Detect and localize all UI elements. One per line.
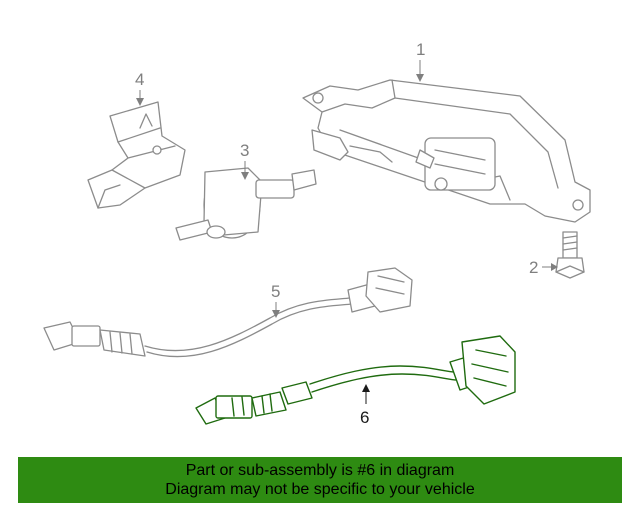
- mounting-bracket-part: [87, 101, 186, 209]
- downstream-oxygen-sensor-part: [195, 335, 516, 425]
- callout-6: 6: [360, 384, 370, 427]
- callout-1: 1: [416, 40, 425, 82]
- parts-diagram: 1 2 3 4 5 6: [43, 40, 591, 427]
- banner-line-1: Part or sub-assembly is #6 in diagram: [185, 462, 455, 479]
- callout-6-label: 6: [360, 408, 369, 427]
- callout-3-label: 3: [240, 141, 249, 160]
- control-module-part: [302, 79, 591, 223]
- callout-1-label: 1: [416, 40, 425, 59]
- callout-5-label: 5: [271, 282, 280, 301]
- callout-5: 5: [271, 282, 280, 318]
- upstream-oxygen-sensor-part: [43, 267, 413, 358]
- callout-3: 3: [240, 141, 249, 180]
- callout-2: 2: [529, 258, 558, 277]
- callout-4: 4: [135, 70, 144, 106]
- bolt-part: [555, 231, 585, 279]
- banner-line-2: Diagram may not be specific to your vehi…: [165, 481, 475, 498]
- callout-2-label: 2: [529, 258, 538, 277]
- vent-valve-part: [175, 167, 317, 241]
- info-banner: Part or sub-assembly is #6 in diagram Di…: [18, 457, 622, 503]
- callout-4-label: 4: [135, 70, 144, 89]
